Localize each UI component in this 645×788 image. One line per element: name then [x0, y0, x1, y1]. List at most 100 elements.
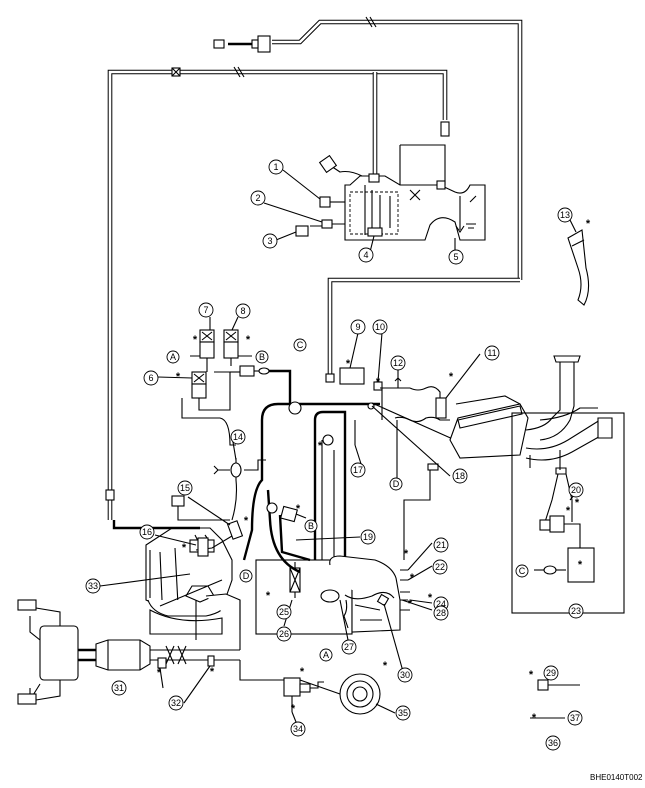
- connector-label: C: [519, 566, 526, 576]
- callout-5: 5: [448, 249, 464, 265]
- connector-circle: [319, 648, 333, 662]
- callout-4: 4: [358, 247, 374, 263]
- connector-D2: D: [239, 569, 253, 583]
- callout-circle: [177, 480, 193, 496]
- callout-20: 20: [568, 482, 584, 498]
- connector-C2: C: [515, 564, 529, 578]
- callout-circle: [568, 482, 584, 498]
- connector-label: D: [393, 479, 400, 489]
- callout-6: 6: [143, 370, 159, 386]
- asterisk-mark: *: [408, 598, 413, 610]
- asterisk-mark: *: [529, 669, 534, 681]
- callout-33: 33: [85, 578, 101, 594]
- callout-36: 36: [545, 735, 561, 751]
- callout-circle: [350, 462, 366, 478]
- connector-circle: [239, 569, 253, 583]
- air-intake-duct: [449, 355, 625, 614]
- asterisk-mark: *: [300, 666, 305, 678]
- callout-21: 21: [433, 537, 449, 553]
- callout-circle: [276, 604, 292, 620]
- callout-label: 36: [548, 738, 558, 748]
- connector-A1: A: [166, 350, 180, 364]
- asterisk-mark: *: [578, 559, 583, 571]
- asterisk-mark: *: [532, 712, 537, 724]
- vacuum-hoses: [112, 458, 311, 607]
- callout-35: 35: [395, 705, 411, 721]
- callout-label: 31: [114, 683, 124, 693]
- asterisk-mark: *: [449, 371, 454, 383]
- connector-circle: [389, 477, 403, 491]
- callout-37: 37: [567, 710, 583, 726]
- callout-18: 18: [452, 468, 468, 484]
- callout-circle: [448, 249, 464, 265]
- solenoid-valves: [190, 329, 292, 411]
- callout-label: 37: [570, 713, 580, 723]
- asterisk-mark: *: [182, 542, 187, 554]
- callout-label: 35: [398, 708, 408, 718]
- callout-13: 13: [557, 207, 573, 223]
- callout-label: 10: [375, 322, 385, 332]
- callout-label: 18: [455, 471, 465, 481]
- connector-label: A: [170, 352, 176, 362]
- callout-circle: [350, 319, 366, 335]
- connector-label: B: [308, 521, 314, 531]
- callout-circle: [568, 603, 584, 619]
- tank-sensors: [295, 196, 345, 237]
- asterisk-mark: *: [410, 572, 415, 584]
- connector-circle: [304, 519, 318, 533]
- callout-25: 25: [276, 604, 292, 620]
- asterisk-mark: *: [383, 660, 388, 672]
- callout-label: 28: [436, 608, 446, 618]
- callout-29: 29: [543, 665, 559, 681]
- throttle-body: [255, 463, 439, 635]
- asterisk-mark: *: [210, 666, 215, 678]
- callout-circle: [433, 537, 449, 553]
- callout-label: 4: [363, 250, 368, 260]
- connector-circle: [255, 350, 269, 364]
- callout-23: 23: [568, 603, 584, 619]
- callout-circle: [143, 370, 159, 386]
- callout-10: 10: [372, 319, 388, 335]
- callout-label: 8: [240, 306, 245, 316]
- callout-8: 8: [235, 303, 251, 319]
- callout-label: 16: [142, 527, 152, 537]
- callout-circle: [250, 190, 266, 206]
- connector-label: C: [297, 340, 304, 350]
- callout-label: 5: [453, 252, 458, 262]
- asterisk-mark: *: [244, 515, 249, 527]
- callout-label: 17: [353, 465, 363, 475]
- connector-circle: [293, 338, 307, 352]
- callout-9: 9: [350, 319, 366, 335]
- callout-label: 34: [293, 724, 303, 734]
- asterisk-mark: *: [404, 548, 409, 560]
- callout-3: 3: [262, 233, 278, 249]
- callout-label: 29: [546, 668, 556, 678]
- callout-circle: [433, 605, 449, 621]
- callout-label: 32: [171, 698, 181, 708]
- asterisk-mark: *: [296, 503, 301, 515]
- connector-label: B: [259, 352, 265, 362]
- callout-circle: [341, 639, 357, 655]
- callout-label: 11: [487, 348, 496, 358]
- callout-11: 11: [484, 345, 500, 361]
- callout-circle: [390, 355, 406, 371]
- callout-label: 23: [571, 606, 581, 616]
- callout-19: 19: [360, 529, 376, 545]
- callout-32: 32: [168, 695, 184, 711]
- callout-7: 7: [198, 302, 214, 318]
- callout-label: 6: [148, 373, 153, 383]
- diagram-code: BHE0140T002: [590, 773, 643, 782]
- connector-label: D: [243, 571, 250, 581]
- callout-label: 1: [273, 162, 278, 172]
- asterisk-mark: *: [575, 497, 580, 509]
- connector-label: A: [323, 650, 329, 660]
- callout-label: 20: [571, 485, 581, 495]
- callout-label: 21: [436, 540, 446, 550]
- callout-circle: [545, 735, 561, 751]
- callout-label: 3: [267, 236, 272, 246]
- filler-neck: [567, 229, 590, 306]
- callout-label: 30: [400, 670, 410, 680]
- callout-label: 33: [88, 581, 98, 591]
